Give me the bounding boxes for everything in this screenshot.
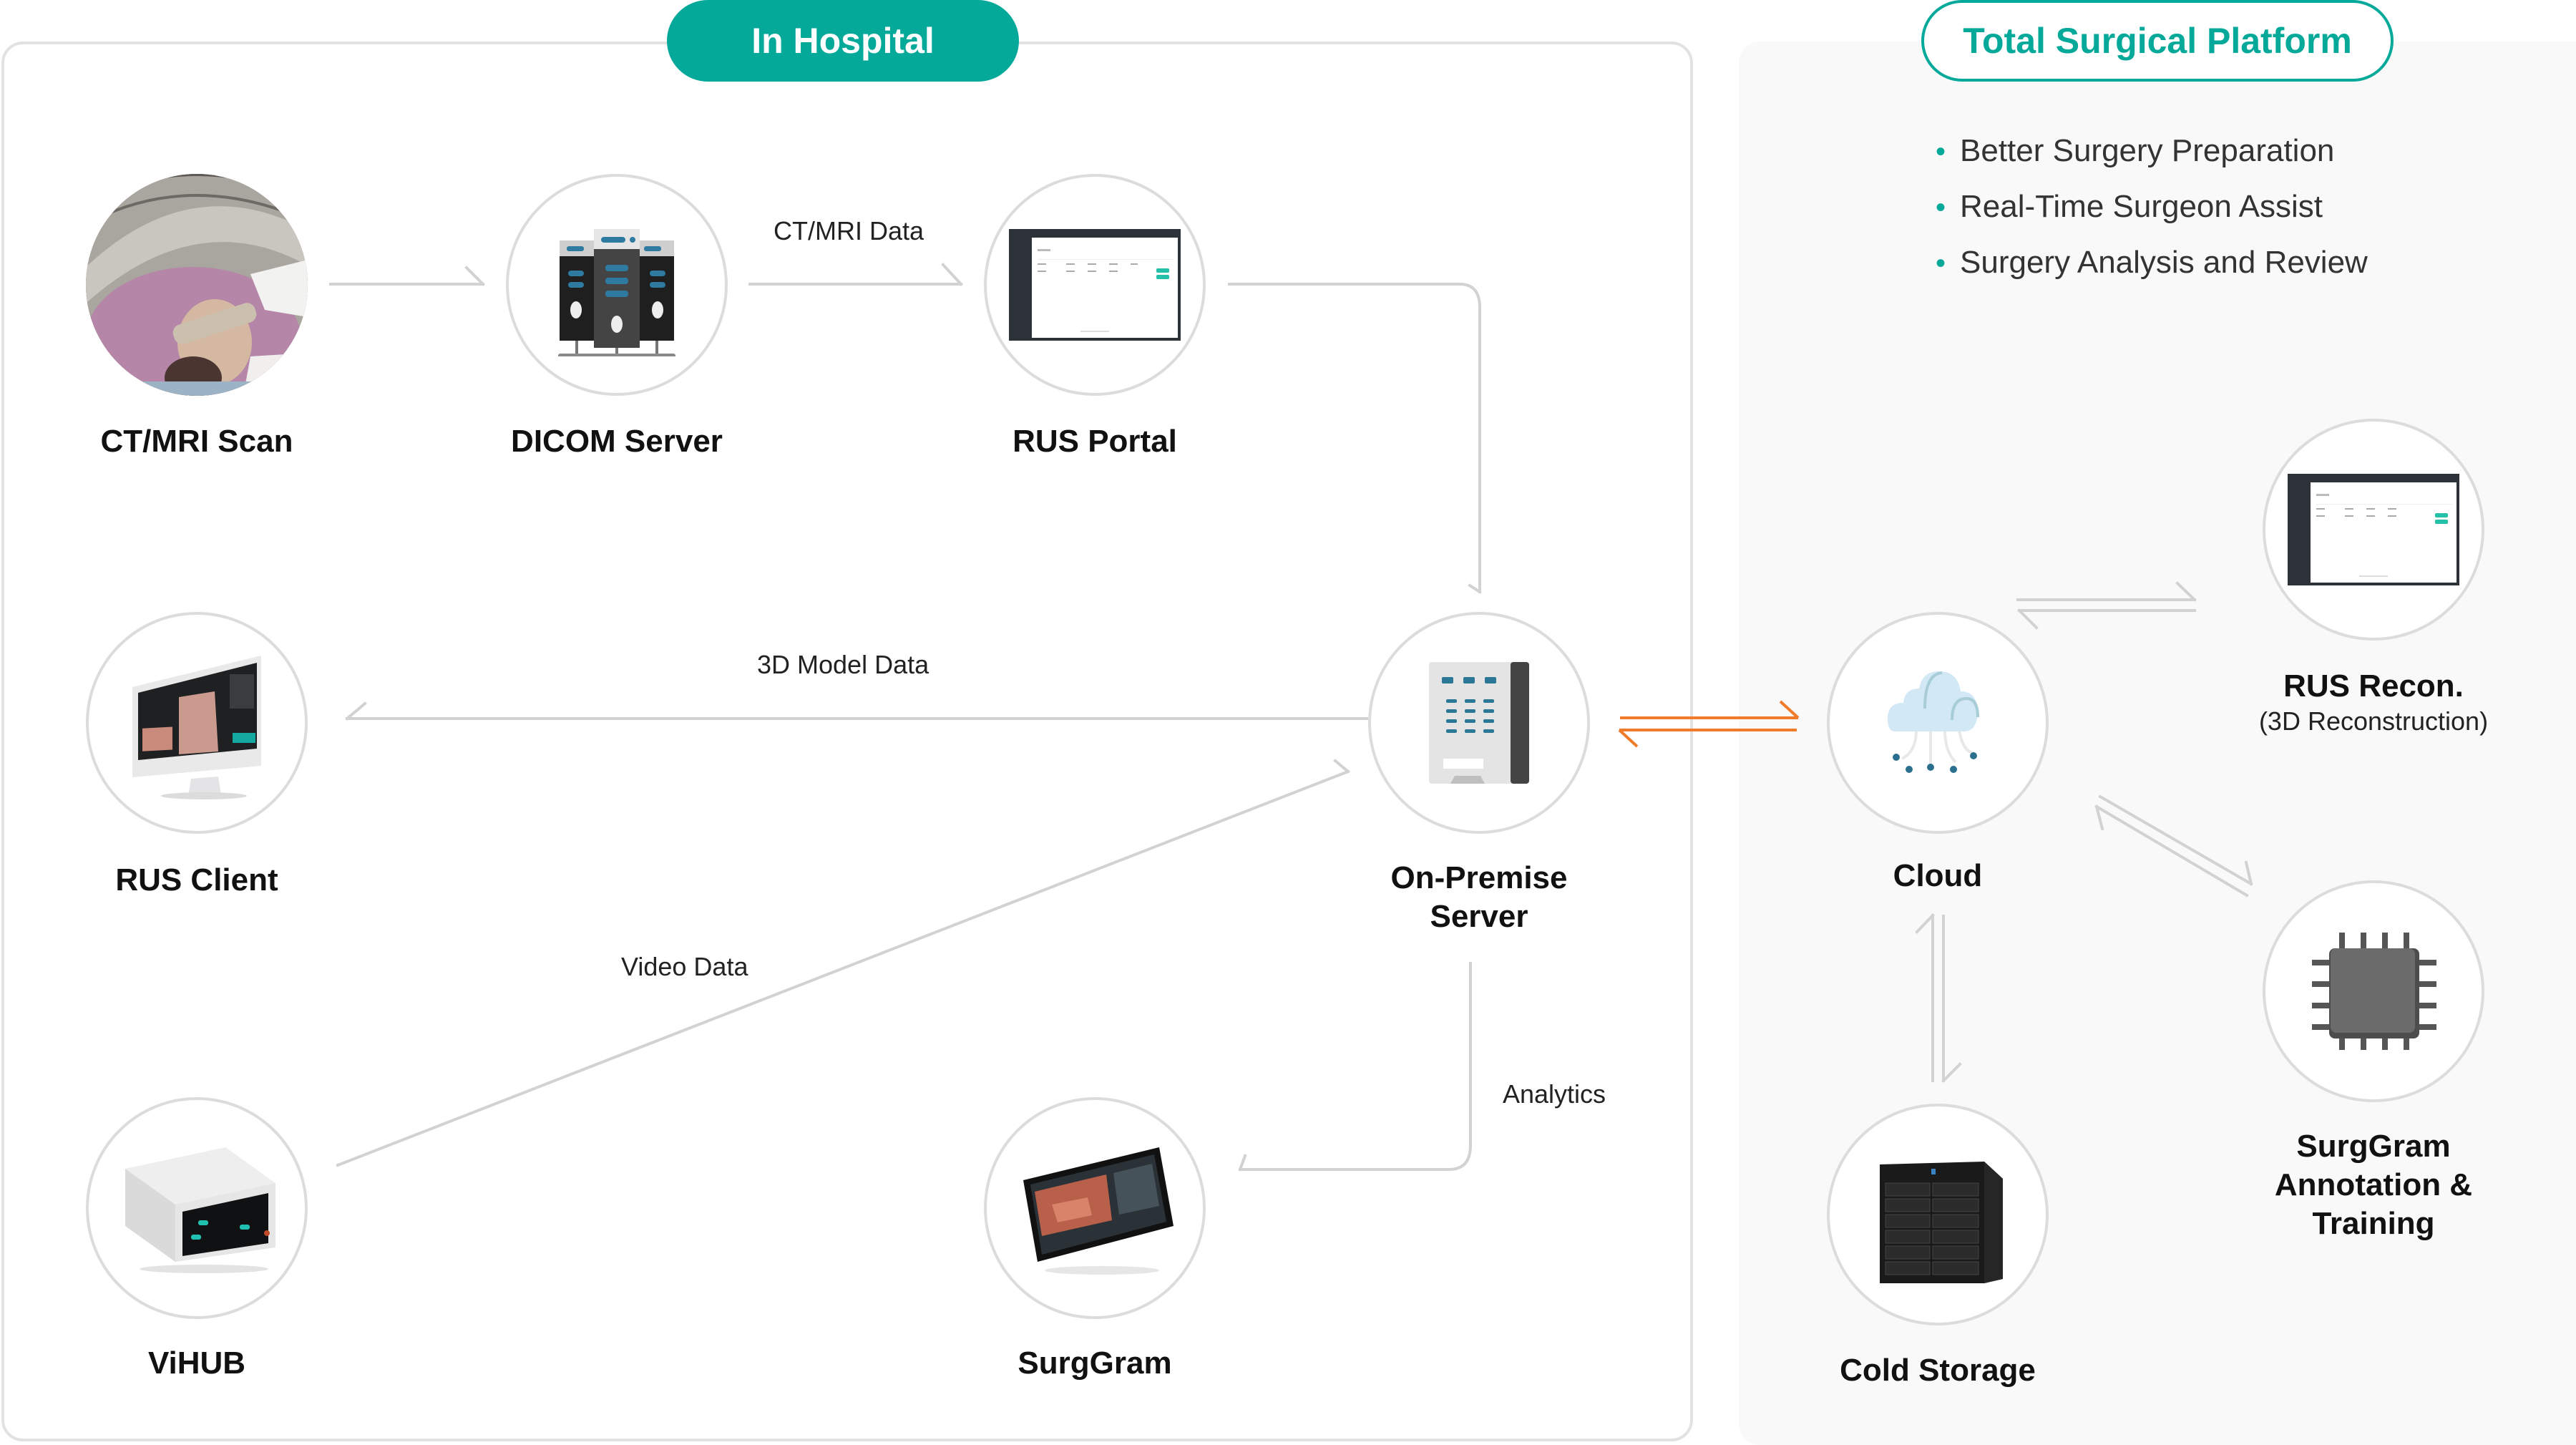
arrow-ct-to-dicom [329,266,485,286]
rus-recon-sublabel: (3D Reconstruction) [2258,706,2489,736]
rus-portal-node[interactable] [984,174,1206,396]
bullet-icon: • [1936,248,1946,279]
nas-storage-icon [1880,1162,2003,1283]
surggram-annotation-label: SurgGram Annotation & Training [2274,1129,2473,1241]
arrow-recon-to-cloud [2017,608,2196,630]
cloud-node[interactable] [1827,612,2049,834]
arrow-storage-to-cloud [1915,913,1935,1082]
arrow-onpremise-to-client [345,701,1368,721]
arrow-cloud-to-annotation [2098,794,2253,886]
rus-recon-label: RUS Recon. (3D Reconstruction) [2195,667,2552,737]
cold-storage-node[interactable] [1827,1104,2049,1325]
desktop-monitor-icon [132,656,261,799]
bullet-icon: • [1936,192,1946,223]
vihub-label: ViHUB [147,1346,246,1381]
tablet-icon [1023,1147,1174,1275]
benefit-item: •Better Surgery Preparation [1936,123,2368,179]
surggram-label: SurgGram [1018,1346,1172,1381]
benefit-item: •Surgery Analysis and Review [1936,235,2368,291]
dicom-server-label: DICOM Server [511,424,723,459]
ct-mri-scan-label: CT/MRI Scan [100,424,293,459]
vihub-node[interactable] [86,1097,308,1319]
arrow-cloud-to-storage [1941,915,1962,1083]
cpu-chip-icon [2312,933,2436,1050]
edge-label-3d-model-data: 3D Model Data [757,650,930,679]
cold-storage-label: Cold Storage [1840,1353,2036,1388]
web-portal-screenshot [1009,229,1181,341]
arrow-portal-to-onpremise [1228,283,1482,594]
benefits-list: •Better Surgery Preparation •Real-Time S… [1936,123,2368,291]
web-portal-screenshot [2288,474,2459,585]
server-tower-icon [1429,662,1529,784]
mri-scanner-photo [86,174,308,396]
cloud-network-icon [1888,671,1979,773]
video-hub-device-icon [125,1147,275,1273]
server-rack-icon [558,229,675,356]
rus-recon-node[interactable] [2263,419,2484,641]
cloud-label: Cloud [1893,858,1983,893]
rus-client-label: RUS Client [115,862,278,897]
dicom-server-node[interactable] [506,174,728,396]
on-premise-server-node[interactable] [1368,612,1590,834]
edge-label-analytics: Analytics [1503,1079,1606,1109]
sync-arrow-to-onpremise [1618,729,1797,748]
bullet-icon: • [1936,136,1946,167]
arrow-annotation-to-cloud [2094,804,2249,897]
rus-client-node[interactable] [86,612,308,834]
edge-label-ct-mri-data: CT/MRI Data [774,216,924,245]
arrow-cloud-to-recon [2016,581,2197,602]
sync-arrow-to-cloud [1620,700,1800,719]
rus-portal-label: RUS Portal [1013,424,1177,459]
surggram-annotation-node[interactable] [2263,880,2484,1102]
benefit-item: •Real-Time Surgeon Assist [1936,179,2368,235]
on-premise-server-label: On-Premise Server [1390,860,1568,934]
total-surgical-platform-title: Total Surgical Platform [1921,0,2394,82]
arrow-vihub-to-onpremise [336,759,1350,1167]
surggram-node[interactable] [984,1097,1206,1319]
arrow-onpremise-to-surggram [1238,962,1472,1172]
arrow-dicom-to-portal [748,263,963,286]
in-hospital-title: In Hospital [667,0,1019,82]
ct-mri-scan-node[interactable] [86,174,308,396]
edge-label-video-data: Video Data [621,952,748,981]
